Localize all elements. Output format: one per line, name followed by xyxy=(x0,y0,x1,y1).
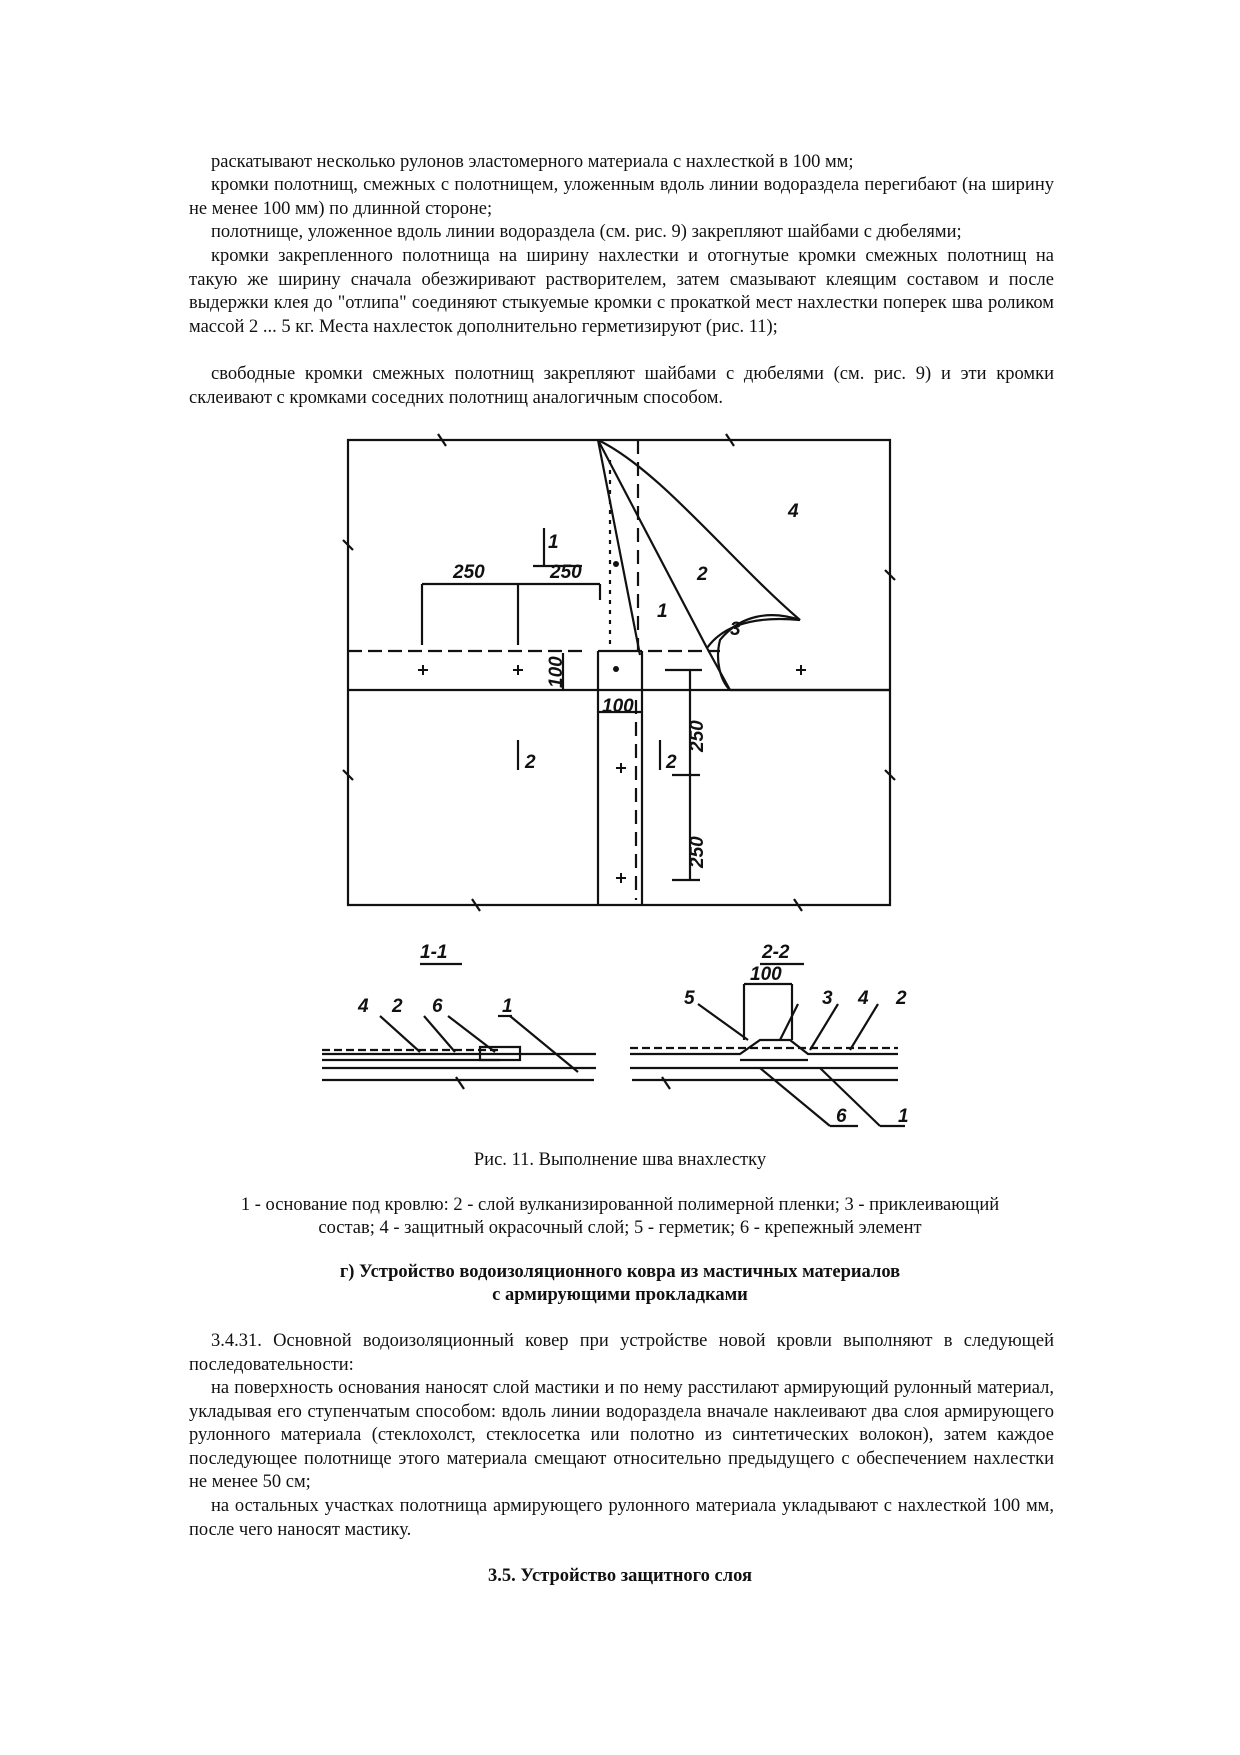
section-2-dim-100: 100 xyxy=(750,964,782,985)
section-2-2-title: 2-2 xyxy=(761,942,790,963)
paragraph-2: кромки полотнищ, смежных с полотнищем, у… xyxy=(189,175,1054,219)
section-1-label-1: 1 xyxy=(502,996,513,1017)
section-2-label-6: 6 xyxy=(836,1106,847,1127)
dim-250-a: 250 xyxy=(452,562,485,583)
paragraph-5: свободные кромки смежных полотнищ закреп… xyxy=(189,364,1054,408)
plan-label-2: 2 xyxy=(696,564,708,585)
paragraph-4: кромки закрепленного полотнища на ширину… xyxy=(189,246,1054,337)
section-1-label-6: 6 xyxy=(432,996,443,1017)
figure-legend-line-1: 1 - основание под кровлю: 2 - слой вулка… xyxy=(240,1195,1000,1215)
section-1-label-4: 4 xyxy=(357,996,369,1017)
section-1-label-2: 2 xyxy=(391,996,403,1017)
dim-250-vertical-1: 250 xyxy=(687,720,708,753)
paragraph-1: раскатывают несколько рулонов эластомерн… xyxy=(211,152,854,172)
section-1-1-title: 1-1 xyxy=(420,942,447,963)
section-2-label-2: 2 xyxy=(895,988,907,1009)
figure-legend-line-2: состав; 4 - защитный окрасочный слой; 5 … xyxy=(318,1218,922,1238)
section-g-heading-line-2: с армирующими прокладками xyxy=(492,1285,748,1305)
plan-label-4: 4 xyxy=(787,501,799,522)
section-2-label-5: 5 xyxy=(684,988,695,1009)
section-g-heading-line-1: г) Устройство водоизоляционного ковра из… xyxy=(339,1262,901,1282)
section-mark-2b: 2 xyxy=(665,752,677,773)
paragraph-mastic-layer: на поверхность основания наносят слой ма… xyxy=(189,1378,1054,1492)
section-mark-2a: 2 xyxy=(524,752,536,773)
paragraph-3-4-31: 3.4.31. Основной водоизоляционный ковер … xyxy=(189,1331,1054,1375)
figure-11-drawing: 250 250 1 100 100 250 250 2 2 1 2 3 4 1-… xyxy=(322,433,909,1128)
dim-250-vertical-2: 250 xyxy=(687,836,708,869)
dim-100-horizontal: 100 xyxy=(602,696,634,717)
section-3-5-heading: 3.5. Устройство защитного слоя xyxy=(488,1566,752,1586)
paragraph-other-areas: на остальных участках полотнища армирующ… xyxy=(189,1496,1054,1540)
dim-100-vertical: 100 xyxy=(546,656,567,688)
section-2-label-3: 3 xyxy=(822,988,833,1009)
section-mark-1: 1 xyxy=(548,532,559,553)
plan-label-1: 1 xyxy=(657,601,668,622)
paragraph-3: полотнище, уложенное вдоль линии водораз… xyxy=(211,222,962,242)
figure-caption: Рис. 11. Выполнение шва внахлестку xyxy=(473,1150,767,1170)
plan-label-3: 3 xyxy=(730,619,741,640)
section-2-label-1: 1 xyxy=(898,1106,909,1127)
section-2-label-4: 4 xyxy=(857,988,869,1009)
dim-250-b: 250 xyxy=(549,562,582,583)
